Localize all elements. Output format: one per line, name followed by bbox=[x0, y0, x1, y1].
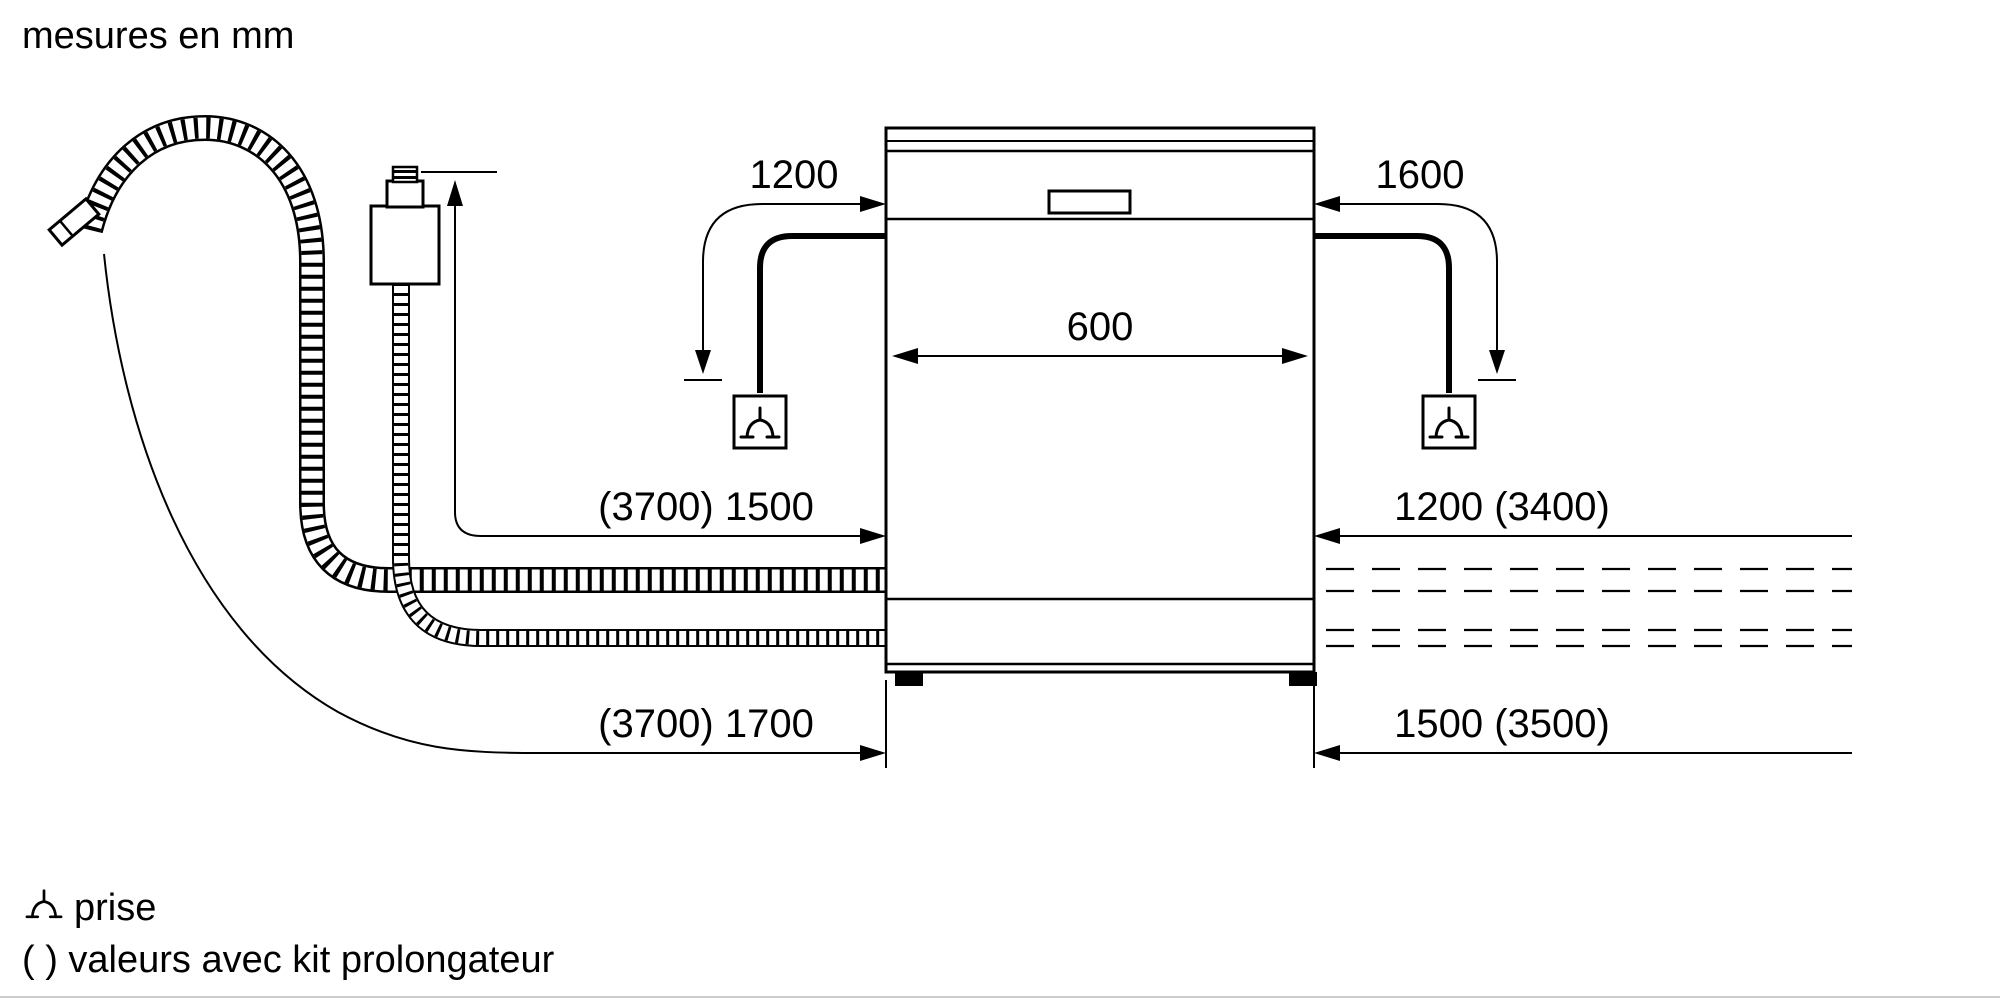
socket-box bbox=[732, 394, 788, 450]
extension-lines bbox=[885, 680, 1315, 768]
legend: prise ( ) valeurs avec kit prolongateur bbox=[22, 887, 555, 981]
supply-hose-core bbox=[394, 283, 886, 645]
arrow-left-icon bbox=[892, 348, 918, 364]
dimension-line bbox=[702, 203, 862, 352]
arrow-left-icon bbox=[1314, 528, 1340, 544]
arrow-down-icon bbox=[1489, 350, 1505, 374]
dimension-bottom-right: 1500 (3500) bbox=[1314, 702, 1852, 761]
dimension-line bbox=[103, 253, 862, 754]
dimension-mid-left: (3700) 1500 bbox=[421, 171, 886, 544]
dimension-width: 600 bbox=[892, 305, 1308, 364]
arrow-right-icon bbox=[860, 196, 886, 212]
drain-hose-end-fitting bbox=[47, 196, 101, 248]
dim-label-top-right: 1600 bbox=[1376, 153, 1465, 197]
dimension-top-left: 1200 bbox=[684, 153, 886, 381]
dim-label-width: 600 bbox=[1067, 305, 1134, 349]
aquastop-fitting bbox=[385, 179, 425, 209]
aquastop-cap-thread bbox=[393, 170, 417, 173]
dimension-top-right: 1600 bbox=[1314, 153, 1516, 381]
power-cords bbox=[757, 233, 1452, 393]
socket-right bbox=[1421, 394, 1477, 450]
dim-label-bottom-left: (3700) 1700 bbox=[598, 702, 814, 746]
drain-hose bbox=[47, 114, 886, 593]
appliance bbox=[884, 126, 1317, 686]
dim-label-bottom-right: 1500 (3500) bbox=[1394, 702, 1610, 746]
dimension-line bbox=[1338, 203, 1498, 352]
drain-hose-ribs bbox=[79, 117, 886, 591]
socket-box bbox=[1421, 394, 1477, 450]
dim-label-mid-right: 1200 (3400) bbox=[1394, 485, 1610, 529]
dim-label-top-left: 1200 bbox=[750, 153, 839, 197]
socket-icon bbox=[739, 406, 781, 439]
dimension-line bbox=[454, 204, 862, 537]
arrow-right-icon bbox=[860, 745, 886, 761]
arrow-right-icon bbox=[860, 528, 886, 544]
page-title: mesures en mm bbox=[22, 15, 294, 57]
dim-label-mid-left: (3700) 1500 bbox=[598, 485, 814, 529]
control-panel-display bbox=[1047, 189, 1132, 215]
arrow-up-icon bbox=[447, 180, 463, 206]
aquastop-cap bbox=[391, 165, 419, 184]
socket-left bbox=[732, 394, 788, 450]
aquastop-valve-body bbox=[369, 204, 441, 286]
legend-extension-kit-note: ( ) valeurs avec kit prolongateur bbox=[22, 939, 555, 981]
power-cord-right bbox=[1314, 233, 1452, 393]
arrow-left-icon bbox=[1314, 196, 1340, 212]
power-cord-left bbox=[757, 233, 886, 393]
appliance-foot-right bbox=[1289, 672, 1317, 686]
arrow-left-icon bbox=[1314, 745, 1340, 761]
dashed-extension-lines bbox=[1326, 567, 1852, 648]
arrow-right-icon bbox=[1282, 348, 1308, 364]
dimension-mid-right: 1200 (3400) bbox=[1314, 485, 1852, 544]
socket-icon bbox=[25, 889, 63, 919]
arrow-down-icon bbox=[695, 350, 711, 374]
appliance-foot-left bbox=[895, 672, 923, 686]
socket-icon bbox=[1428, 406, 1470, 439]
legend-socket-label: prise bbox=[74, 887, 156, 929]
dimension-bottom-left: (3700) 1700 bbox=[103, 253, 886, 761]
supply-hose bbox=[369, 165, 886, 647]
aquastop-cap-thread bbox=[393, 176, 417, 179]
